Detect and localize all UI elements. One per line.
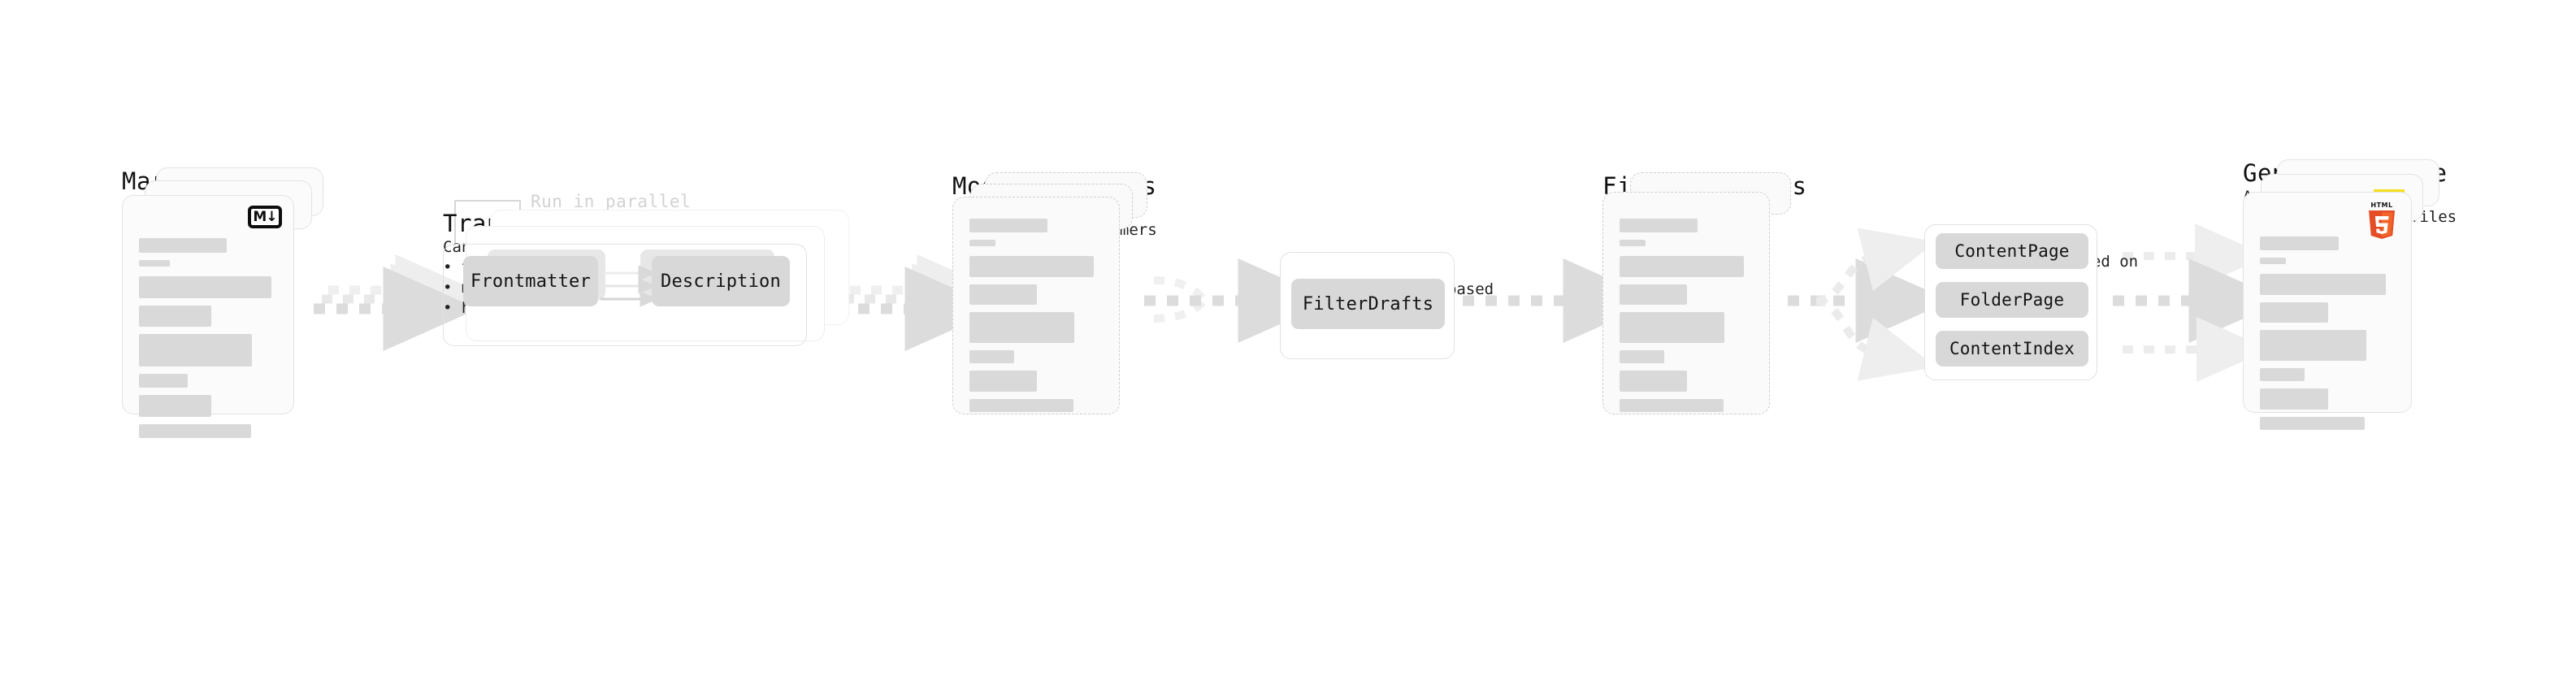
filtered-card-front [1602, 192, 1770, 414]
markdown-icon-label: M↓ [253, 208, 277, 225]
connector-md-to-transformers [314, 254, 479, 351]
generated-skeleton-bars [2260, 236, 2396, 437]
connector-modified-to-filters [1144, 258, 1334, 343]
transformer-internal-arrows [601, 265, 658, 307]
markdown-skeleton-bars [139, 238, 279, 445]
markdown-card-front: M↓ [122, 195, 294, 438]
run-in-parallel-leader [454, 200, 521, 245]
stage-markdown-files: M↓ Markdown Files [122, 167, 326, 438]
connector-filtered-to-emitters [1788, 228, 1951, 381]
stage-modified-files: Modified files HTML Syntax Tree + data f… [952, 172, 1157, 414]
stage-emitters: ContentPage FolderPage ContentIndex Emit… [1924, 224, 2138, 380]
emitter-chip-contentpage[interactable]: ContentPage [1936, 233, 2088, 269]
stage-transformers: Run in parallel Frontmatter Description … [443, 192, 849, 346]
svg-text:HTML: HTML [2370, 202, 2392, 209]
emitter-chip-folderpage[interactable]: FolderPage [1936, 282, 2088, 318]
modified-card-front [952, 197, 1120, 414]
modified-skeleton-bars [969, 219, 1104, 419]
stage-generated-site: CSS JS HTML [2243, 159, 2457, 430]
stage-filters: FilterDrafts Filters Remove some files b… [1280, 252, 1494, 359]
run-in-parallel-label: Run in parallel [531, 192, 692, 211]
markdown-icon: M↓ [248, 206, 282, 228]
filter-chip-filterdrafts[interactable]: FilterDrafts [1291, 279, 1445, 329]
filters-card: FilterDrafts [1280, 252, 1455, 359]
html5-icon: HTML [2364, 199, 2400, 240]
stage-filtered-files: Filtered files [1602, 172, 1806, 414]
connector-emitters-to-site [2113, 223, 2284, 382]
transformer-card-front: Frontmatter Description [443, 244, 807, 346]
transformer-chip-frontmatter[interactable]: Frontmatter [463, 256, 598, 306]
emitters-card: ContentPage FolderPage ContentIndex [1924, 224, 2097, 380]
filtered-skeleton-bars [1620, 219, 1754, 419]
emitter-chip-contentindex[interactable]: ContentIndex [1936, 331, 2088, 367]
generated-card-front: HTML [2243, 192, 2412, 430]
transformer-chip-description[interactable]: Description [652, 256, 790, 306]
